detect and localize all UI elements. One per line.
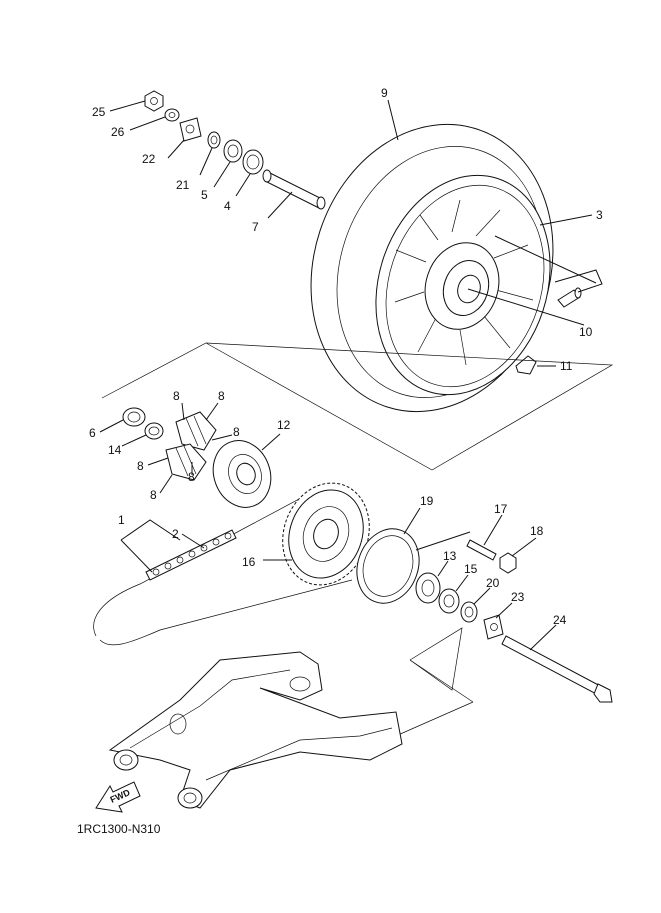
callout-8e: 8 xyxy=(150,488,157,502)
valve-10 xyxy=(557,287,582,308)
callout-17: 17 xyxy=(494,502,508,516)
callout-9: 9 xyxy=(381,86,388,100)
callout-14: 14 xyxy=(108,443,122,457)
nut-18 xyxy=(499,552,517,574)
callout-8b: 8 xyxy=(218,389,225,403)
callout-8f: 8 xyxy=(188,470,195,484)
oil-seal-5 xyxy=(223,139,243,163)
sprocket-16 xyxy=(282,482,370,586)
callout-16: 16 xyxy=(242,555,256,569)
callout-5: 5 xyxy=(201,188,208,202)
callout-22: 22 xyxy=(142,152,156,166)
callout-1: 1 xyxy=(118,513,125,527)
balance-weight-11 xyxy=(515,355,537,375)
collar-21 xyxy=(207,131,221,149)
drive-chain-1 xyxy=(93,484,355,646)
callout-19: 19 xyxy=(420,494,434,508)
damper-8 xyxy=(165,411,217,481)
callout-23: 23 xyxy=(511,590,525,604)
callout-24: 24 xyxy=(553,613,567,627)
clutch-hub-12 xyxy=(212,440,272,508)
callout-8a: 8 xyxy=(173,389,180,403)
bearing-4 xyxy=(242,149,264,175)
callout-12: 12 xyxy=(277,418,291,432)
spacer-7 xyxy=(262,169,326,210)
callout-18: 18 xyxy=(530,524,544,538)
diagram-code: 1RC1300-N310 xyxy=(77,822,161,836)
callout-2: 2 xyxy=(172,527,179,541)
callout-3: 3 xyxy=(596,208,603,222)
callout-10: 10 xyxy=(579,325,593,339)
fwd-arrow-icon xyxy=(95,781,141,813)
callout-25: 25 xyxy=(92,105,106,119)
wheel-axle-24 xyxy=(501,635,613,703)
seal-15 xyxy=(438,588,460,614)
bearing-13 xyxy=(415,572,441,604)
callout-4: 4 xyxy=(224,199,231,213)
seal-14 xyxy=(144,422,164,440)
callout-20: 20 xyxy=(486,576,500,590)
washer-26 xyxy=(164,108,180,122)
callout-21: 21 xyxy=(176,178,190,192)
nut-25 xyxy=(144,90,164,112)
callout-7: 7 xyxy=(252,220,259,234)
rear-wheel-9 xyxy=(310,123,554,413)
swingarm xyxy=(108,651,403,809)
collar-20 xyxy=(460,601,478,623)
adjuster-plate-23 xyxy=(483,614,504,640)
callout-11: 11 xyxy=(560,359,573,373)
callout-labels: 25 26 22 21 5 4 7 9 3 10 11 6 14 8 8 8 8… xyxy=(89,86,603,627)
callout-15: 15 xyxy=(464,562,478,576)
callout-6: 6 xyxy=(89,426,96,440)
adjuster-plate-22 xyxy=(179,117,202,142)
bearing-6 xyxy=(122,407,146,427)
callout-13: 13 xyxy=(443,549,457,563)
callout-26: 26 xyxy=(111,125,125,139)
callout-8d: 8 xyxy=(137,459,144,473)
stud-17 xyxy=(466,539,497,561)
cover-19 xyxy=(356,528,420,604)
callout-8c: 8 xyxy=(233,425,240,439)
